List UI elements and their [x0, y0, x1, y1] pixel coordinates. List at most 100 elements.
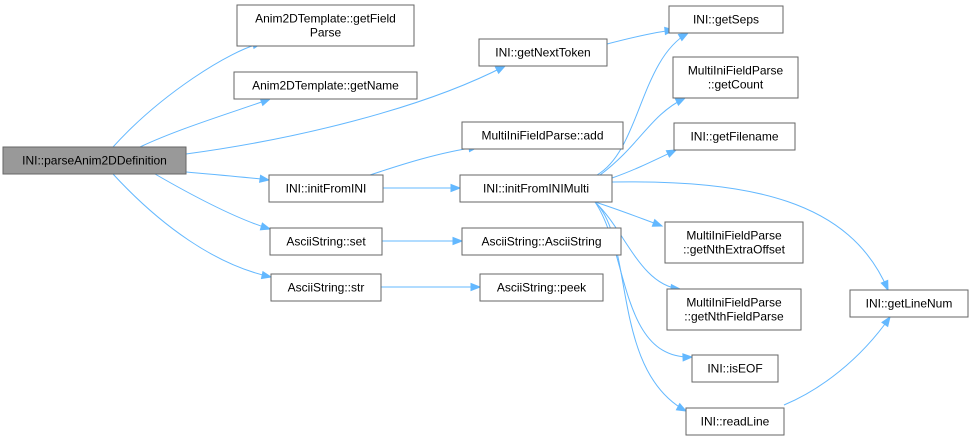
- edge-set-to-asciiCtor: [382, 236, 464, 246]
- node-label: MultiIniFieldParse::add: [481, 129, 603, 143]
- edge-readLine-to-getLineNum: [783, 315, 891, 406]
- node-box[interactable]: [666, 288, 802, 331]
- edge-arrowhead: [258, 174, 271, 183]
- node-str[interactable]: AsciiString::str: [270, 273, 382, 302]
- node-box[interactable]: [849, 289, 969, 318]
- edge-arrowhead: [259, 222, 272, 231]
- edge-initFromINIMulti-to-getNthExtraOffset: [594, 201, 664, 227]
- node-getName[interactable]: Anim2DTemplate::getName: [233, 71, 418, 100]
- edge-line: [606, 29, 675, 45]
- node-label: MultiIniFieldParse: [686, 229, 782, 243]
- node-peek[interactable]: AsciiString::peek: [479, 273, 604, 302]
- edge-arrowhead: [682, 353, 694, 362]
- node-box[interactable]: [672, 56, 799, 99]
- edge-line: [139, 98, 271, 148]
- edge-line: [369, 146, 479, 176]
- node-add[interactable]: MultiIniFieldParse::add: [461, 121, 624, 150]
- node-box[interactable]: [233, 71, 418, 100]
- node-initFromINIMulti[interactable]: INI::initFromINIMulti: [459, 174, 613, 203]
- edge-initFromINIMulti-to-getFilename: [611, 149, 678, 179]
- node-getNextToken[interactable]: INI::getNextToken: [478, 38, 608, 67]
- edge-line: [611, 181, 889, 291]
- node-label: Parse: [310, 26, 342, 40]
- node-getFilename[interactable]: INI::getFilename: [673, 122, 796, 151]
- node-box[interactable]: [685, 407, 785, 436]
- node-getSeps[interactable]: INI::getSeps: [668, 5, 784, 34]
- node-box[interactable]: [673, 122, 796, 151]
- node-getNthFieldParse[interactable]: MultiIniFieldParse::getNthFieldParse: [666, 288, 802, 331]
- edge-arrowhead: [674, 97, 687, 106]
- edge-arrowhead: [651, 218, 664, 227]
- node-set[interactable]: AsciiString::set: [269, 227, 383, 256]
- node-label: INI::initFromINI: [286, 182, 367, 196]
- edge-line: [112, 173, 272, 278]
- node-box[interactable]: [478, 38, 608, 67]
- node-readLine[interactable]: INI::readLine: [685, 407, 785, 436]
- node-box[interactable]: [461, 121, 624, 150]
- node-label: INI::parseAnim2DDefinition: [22, 154, 167, 168]
- node-root[interactable]: INI::parseAnim2DDefinition: [2, 146, 187, 175]
- node-box[interactable]: [461, 227, 622, 256]
- edge-arrowhead: [677, 32, 690, 42]
- node-label: AsciiString::str: [288, 281, 365, 295]
- node-label: AsciiString::AsciiString: [481, 235, 601, 249]
- node-getLineNum[interactable]: INI::getLineNum: [849, 289, 969, 318]
- edge-initFromINIMulti-to-readLine: [594, 201, 688, 412]
- node-box[interactable]: [459, 174, 613, 203]
- edge-line: [594, 201, 663, 227]
- edge-line: [599, 97, 686, 176]
- node-box[interactable]: [668, 5, 784, 34]
- node-box[interactable]: [236, 4, 415, 47]
- edge-line: [783, 316, 891, 406]
- edge-line: [185, 65, 506, 155]
- edge-line: [596, 32, 689, 176]
- node-label: Anim2DTemplate::getField: [255, 12, 396, 26]
- node-isEOF[interactable]: INI::isEOF: [691, 354, 779, 383]
- edge-root-to-set: [154, 173, 272, 231]
- edge-arrowhead: [881, 315, 891, 328]
- nodes-layer: INI::parseAnim2DDefinition Anim2DTemplate…: [2, 4, 969, 436]
- node-box[interactable]: [269, 227, 383, 256]
- edge-root-to-str: [112, 173, 273, 280]
- node-box[interactable]: [268, 174, 384, 203]
- edge-line: [594, 201, 687, 412]
- edge-arrowhead: [452, 236, 464, 246]
- node-label: INI::readLine: [701, 415, 770, 429]
- edge-initFromINIMulti-to-getSeps: [596, 32, 690, 176]
- edge-initFromINI-to-initFromINIMulti: [383, 183, 462, 193]
- node-getNthExtraOffset[interactable]: MultiIniFieldParse::getNthExtraOffset: [664, 221, 804, 264]
- edge-root-to-getNextToken: [185, 65, 507, 155]
- node-box[interactable]: [664, 221, 804, 264]
- node-box[interactable]: [691, 354, 779, 383]
- edge-root-to-initFromINI: [185, 171, 271, 183]
- node-initFromINI[interactable]: INI::initFromINI: [268, 174, 384, 203]
- node-asciiCtor[interactable]: AsciiString::AsciiString: [461, 227, 622, 256]
- node-getCount[interactable]: MultiIniFieldParse::getCount: [672, 56, 799, 99]
- edge-arrowhead: [880, 279, 889, 292]
- edge-arrowhead: [259, 98, 272, 107]
- edge-line: [154, 173, 271, 230]
- node-box[interactable]: [2, 146, 187, 175]
- node-label: INI::initFromINIMulti: [483, 182, 589, 196]
- edge-line: [185, 171, 270, 181]
- node-label: MultiIniFieldParse: [688, 64, 784, 78]
- edge-arrowhead: [665, 149, 678, 158]
- edge-arrowhead: [450, 183, 462, 193]
- node-label: INI::getFilename: [690, 130, 778, 144]
- node-box[interactable]: [270, 273, 382, 302]
- edge-line: [594, 201, 681, 290]
- node-label: ::getCount: [708, 78, 764, 92]
- edge-line: [611, 149, 677, 179]
- node-label: ::getNthFieldParse: [684, 310, 784, 324]
- edge-getNextToken-to-getSeps: [606, 26, 676, 45]
- edge-line: [594, 201, 693, 358]
- edge-arrowhead: [675, 402, 688, 412]
- edge-line: [112, 42, 263, 148]
- node-label: INI::getLineNum: [866, 297, 953, 311]
- edge-arrowhead: [260, 270, 273, 280]
- edge-initFromINIMulti-to-isEOF: [594, 201, 694, 362]
- node-box[interactable]: [479, 273, 604, 302]
- node-label: AsciiString::peek: [497, 281, 587, 295]
- node-label: INI::getNextToken: [495, 46, 590, 60]
